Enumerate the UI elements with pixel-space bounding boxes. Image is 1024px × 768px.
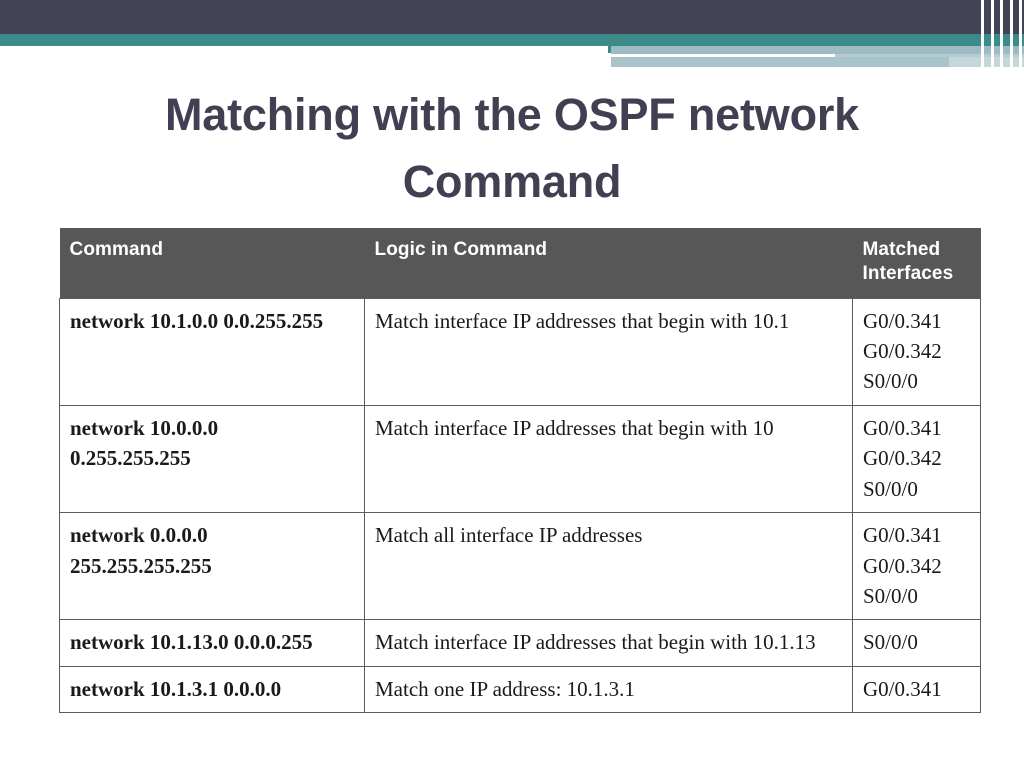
cell-matched-interfaces: G0/0.341 [852,666,981,714]
cell-logic: Match all interface IP addresses [364,512,853,621]
cell-command: network 10.1.0.0 0.0.255.255 [59,297,365,406]
column-header-interfaces: Interfaces [862,262,954,284]
ospf-network-table-container: Command Logic in Command Matched Interfa… [59,228,981,714]
interface-name: S0/0/0 [863,476,918,501]
cell-command: network 0.0.0.0 255.255.255.255 [59,512,365,621]
ospf-network-table: Command Logic in Command Matched Interfa… [59,228,981,714]
interface-name: G0/0.342 [863,553,942,578]
command-line: network 10.1.0.0 0.0.255.255 [70,308,324,333]
banner-stripe-4 [1010,0,1013,72]
table-row: network 10.1.3.1 0.0.0.0 Match one IP add… [59,666,981,714]
table-row: network 10.1.13.0 0.0.0.255 Match interfa… [59,619,981,667]
interface-name: G0/0.341 [863,308,942,333]
column-header-logic: Logic in Command [364,228,853,298]
cell-command: network 10.1.13.0 0.0.0.255 [59,619,365,667]
cell-command: network 10.0.0.0 0.255.255.255 [59,405,365,514]
slide-title: Matching with the OSPF network Command [164,89,860,207]
cell-matched-interfaces: S0/0/0 [852,619,981,667]
interface-name: G0/0.342 [863,446,942,471]
interface-name: G0/0.341 [863,523,942,548]
banner-band-dark [0,0,1024,34]
interface-name: S0/0/0 [863,630,918,655]
cell-logic: Match interface IP addresses that begin … [364,619,853,667]
column-header-matched: Matched [862,239,941,260]
cell-command: network 10.1.3.1 0.0.0.0 [59,666,365,714]
banner-stripe-2 [991,0,994,72]
banner-stripe-1 [981,0,984,72]
cell-logic: Match interface IP addresses that begin … [364,297,853,406]
column-header-matched-interfaces: Matched Interfaces [852,228,981,298]
command-line: network 10.1.13.0 0.0.0.255 [70,630,313,655]
banner-band-light-2 [611,57,949,67]
command-line: 0.255.255.255 [70,446,191,471]
banner-stripe-3 [1000,0,1003,72]
command-line: network 10.0.0.0 [70,415,219,440]
banner-band-light-4 [949,57,1024,67]
banner-stripe-5 [1019,0,1022,72]
slide-header-banner [0,0,1024,72]
cell-logic: Match one IP address: 10.1.3.1 [364,666,853,714]
interface-name: G0/0.341 [863,676,942,701]
banner-band-light-1 [611,46,1024,54]
command-line: network 10.1.3.1 0.0.0.0 [70,676,282,701]
interface-name: S0/0/0 [863,369,918,394]
table-row: network 0.0.0.0 255.255.255.255 Match all … [59,512,981,621]
command-line: network 0.0.0.0 [70,523,208,548]
table-row: network 10.1.0.0 0.0.255.255 Match interf… [59,297,981,406]
interface-name: S0/0/0 [863,584,918,608]
table-header: Command Logic in Command Matched Interfa… [59,228,981,298]
table-row: network 10.0.0.0 0.255.255.255 Match inter… [59,405,981,514]
cell-logic: Match interface IP addresses that begin … [364,405,853,514]
interface-name: G0/0.341 [863,415,942,440]
table-header-row: Command Logic in Command Matched Interfa… [59,228,981,298]
column-header-command: Command [59,228,365,298]
interface-name: G0/0.342 [863,338,942,363]
command-line: 255.255.255.255 [70,553,212,578]
